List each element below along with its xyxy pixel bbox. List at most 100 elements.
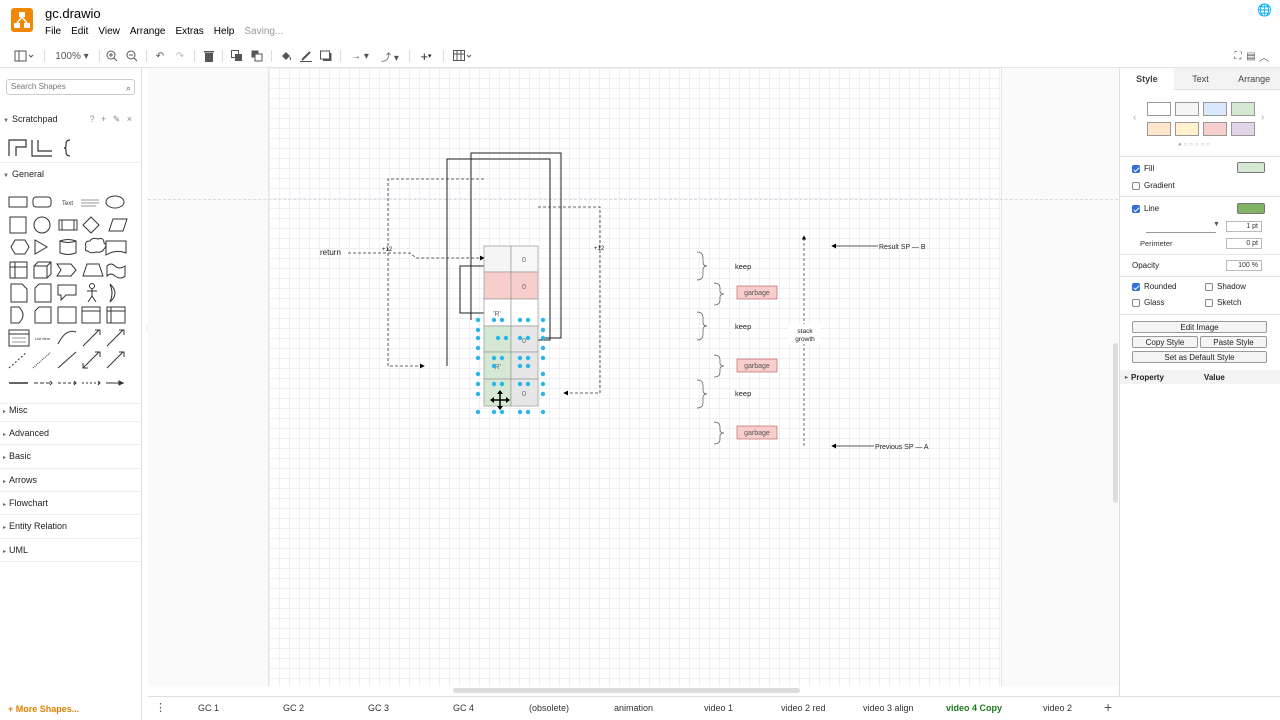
line-checkbox[interactable] xyxy=(1132,204,1140,213)
fill-toggle[interactable]: Fill xyxy=(1132,164,1154,173)
more-shapes-button[interactable]: + More Shapes... xyxy=(8,704,80,714)
library-arrows[interactable]: ▸Arrows xyxy=(0,473,142,487)
line-toggle[interactable]: Line xyxy=(1132,204,1159,213)
language-globe-icon[interactable]: 🌐 xyxy=(1257,3,1272,17)
zoom-in-icon[interactable] xyxy=(104,48,120,64)
delete-icon[interactable] xyxy=(201,48,217,64)
search-shapes-input[interactable]: Search Shapes ⌕ xyxy=(6,79,135,95)
page-tab[interactable]: video 3 align xyxy=(863,703,914,713)
scratchpad-shapes[interactable] xyxy=(8,138,78,158)
drawing-page[interactable] xyxy=(268,68,1002,686)
page-tab[interactable]: GC 4 xyxy=(453,703,475,713)
connection-style-icon[interactable]: → ▾ xyxy=(351,50,369,62)
glass-checkbox[interactable] xyxy=(1132,298,1140,307)
search-icon[interactable]: ⌕ xyxy=(125,83,131,93)
menu-help[interactable]: Help xyxy=(213,26,235,37)
fill-color-picker[interactable] xyxy=(1237,162,1265,173)
page-tab[interactable]: video 2 red xyxy=(781,703,826,713)
style-swatch[interactable] xyxy=(1203,122,1227,136)
add-page-icon[interactable]: + xyxy=(1104,699,1113,715)
menu-file[interactable]: File xyxy=(45,26,62,37)
shadow-checkbox[interactable] xyxy=(1205,282,1213,291)
insert-icon[interactable]: +▾ xyxy=(420,48,432,64)
general-shapes-grid[interactable]: Text xyxy=(6,192,138,392)
caret-right-icon[interactable]: ▸ xyxy=(1125,374,1129,381)
shadow-toggle[interactable]: Shadow xyxy=(1205,282,1246,291)
vertical-scrollbar[interactable] xyxy=(1113,343,1118,503)
library-uml[interactable]: ▸UML xyxy=(0,543,142,557)
chevron-down-icon[interactable]: ▼ xyxy=(1213,221,1220,228)
style-swatch[interactable] xyxy=(1203,102,1227,116)
library-entity-relation[interactable]: ▸Entity Relation xyxy=(0,519,142,533)
library-flowchart[interactable]: ▸Flowchart xyxy=(0,496,142,510)
table-icon[interactable] xyxy=(451,48,475,64)
to-front-icon[interactable] xyxy=(229,48,245,64)
glass-toggle[interactable]: Glass xyxy=(1132,298,1164,307)
line-color-picker[interactable] xyxy=(1237,203,1265,214)
opacity-field[interactable]: 100 % xyxy=(1226,260,1262,271)
page-tab[interactable]: GC 3 xyxy=(368,703,390,713)
fullscreen-icon[interactable]: ⛶ xyxy=(1234,50,1242,62)
sketch-checkbox[interactable] xyxy=(1205,298,1213,307)
pages-menu-icon[interactable]: ⋮ xyxy=(155,702,166,714)
copy-style-button[interactable]: Copy Style xyxy=(1132,336,1198,348)
undo-icon[interactable]: ↶ xyxy=(155,50,165,62)
to-back-icon[interactable] xyxy=(249,48,265,64)
page-tab[interactable]: GC 2 xyxy=(283,703,305,713)
page-tab[interactable]: animation xyxy=(614,703,654,713)
edit-image-button[interactable]: Edit Image xyxy=(1132,321,1267,333)
diagram[interactable]: 0 0 'R' 0 'R' 0 return +12 xyxy=(148,68,1118,686)
menu-extras[interactable]: Extras xyxy=(175,26,204,37)
swatch-next-icon[interactable]: › xyxy=(1261,112,1265,123)
scratchpad-actions[interactable]: ? + ✎ × xyxy=(89,114,134,124)
tab-style[interactable]: Style xyxy=(1120,68,1174,90)
page-tab-active[interactable]: video 4 Copy xyxy=(946,703,1003,713)
waypoints-icon[interactable]: ⤴ ▾ xyxy=(381,52,399,64)
line-color-icon[interactable] xyxy=(298,48,314,64)
fill-color-icon[interactable] xyxy=(278,48,294,64)
menu-arrange[interactable]: Arrange xyxy=(129,26,166,37)
diagram-canvas[interactable]: 0 0 'R' 0 'R' 0 return +12 xyxy=(148,68,1118,686)
swatch-pager[interactable]: ●○○○○○ xyxy=(1178,142,1212,148)
zoom-out-icon[interactable] xyxy=(124,48,140,64)
gradient-toggle[interactable]: Gradient xyxy=(1132,181,1175,190)
style-swatch[interactable] xyxy=(1147,102,1171,116)
tab-text[interactable]: Text xyxy=(1173,68,1228,90)
page-tab[interactable]: GC 1 xyxy=(198,703,220,713)
gradient-checkbox[interactable] xyxy=(1132,181,1140,190)
page-tab[interactable]: video 1 xyxy=(704,703,734,713)
zoom-select[interactable]: 100% ▾ xyxy=(55,50,89,62)
paste-style-button[interactable]: Paste Style xyxy=(1200,336,1267,348)
style-swatch[interactable] xyxy=(1231,102,1255,116)
line-pattern-select[interactable] xyxy=(1146,222,1216,233)
sketch-toggle[interactable]: Sketch xyxy=(1205,298,1241,307)
style-swatch[interactable] xyxy=(1175,122,1199,136)
style-swatch[interactable] xyxy=(1175,102,1199,116)
library-advanced[interactable]: ▸Advanced xyxy=(0,426,142,440)
view-panels-icon[interactable] xyxy=(12,48,36,64)
page-tab[interactable]: (obsolete) xyxy=(529,703,570,713)
fill-checkbox[interactable] xyxy=(1132,164,1140,173)
redo-icon[interactable]: ↷ xyxy=(175,50,185,62)
general-header[interactable]: ▼General xyxy=(0,167,142,181)
menu-view[interactable]: View xyxy=(98,26,120,37)
set-default-style-button[interactable]: Set as Default Style xyxy=(1132,351,1267,363)
rounded-checkbox[interactable] xyxy=(1132,282,1140,291)
rounded-toggle[interactable]: Rounded xyxy=(1132,282,1176,291)
perimeter-field[interactable]: 0 pt xyxy=(1226,238,1262,249)
library-misc[interactable]: ▸Misc xyxy=(0,403,142,417)
format-panel-icon[interactable]: ▤ xyxy=(1246,50,1256,62)
swatch-prev-icon[interactable]: ‹ xyxy=(1133,112,1137,123)
horizontal-scrollbar[interactable] xyxy=(453,688,800,693)
shadow-icon[interactable] xyxy=(318,48,334,64)
style-swatch[interactable] xyxy=(1231,122,1255,136)
document-title[interactable]: gc.drawio xyxy=(45,6,101,21)
panel-resize-handle[interactable]: ⋮ xyxy=(144,326,150,332)
menu-edit[interactable]: Edit xyxy=(71,26,89,37)
line-width-field[interactable]: 1 pt xyxy=(1226,221,1262,232)
library-basic[interactable]: ▸Basic xyxy=(0,449,142,463)
style-swatch[interactable] xyxy=(1147,122,1171,136)
scratchpad-header[interactable]: ▼Scratchpad ? + ✎ × xyxy=(0,112,142,126)
collapse-icon[interactable]: ︿ xyxy=(1259,52,1269,64)
page-tab[interactable]: video 2 xyxy=(1043,703,1073,713)
